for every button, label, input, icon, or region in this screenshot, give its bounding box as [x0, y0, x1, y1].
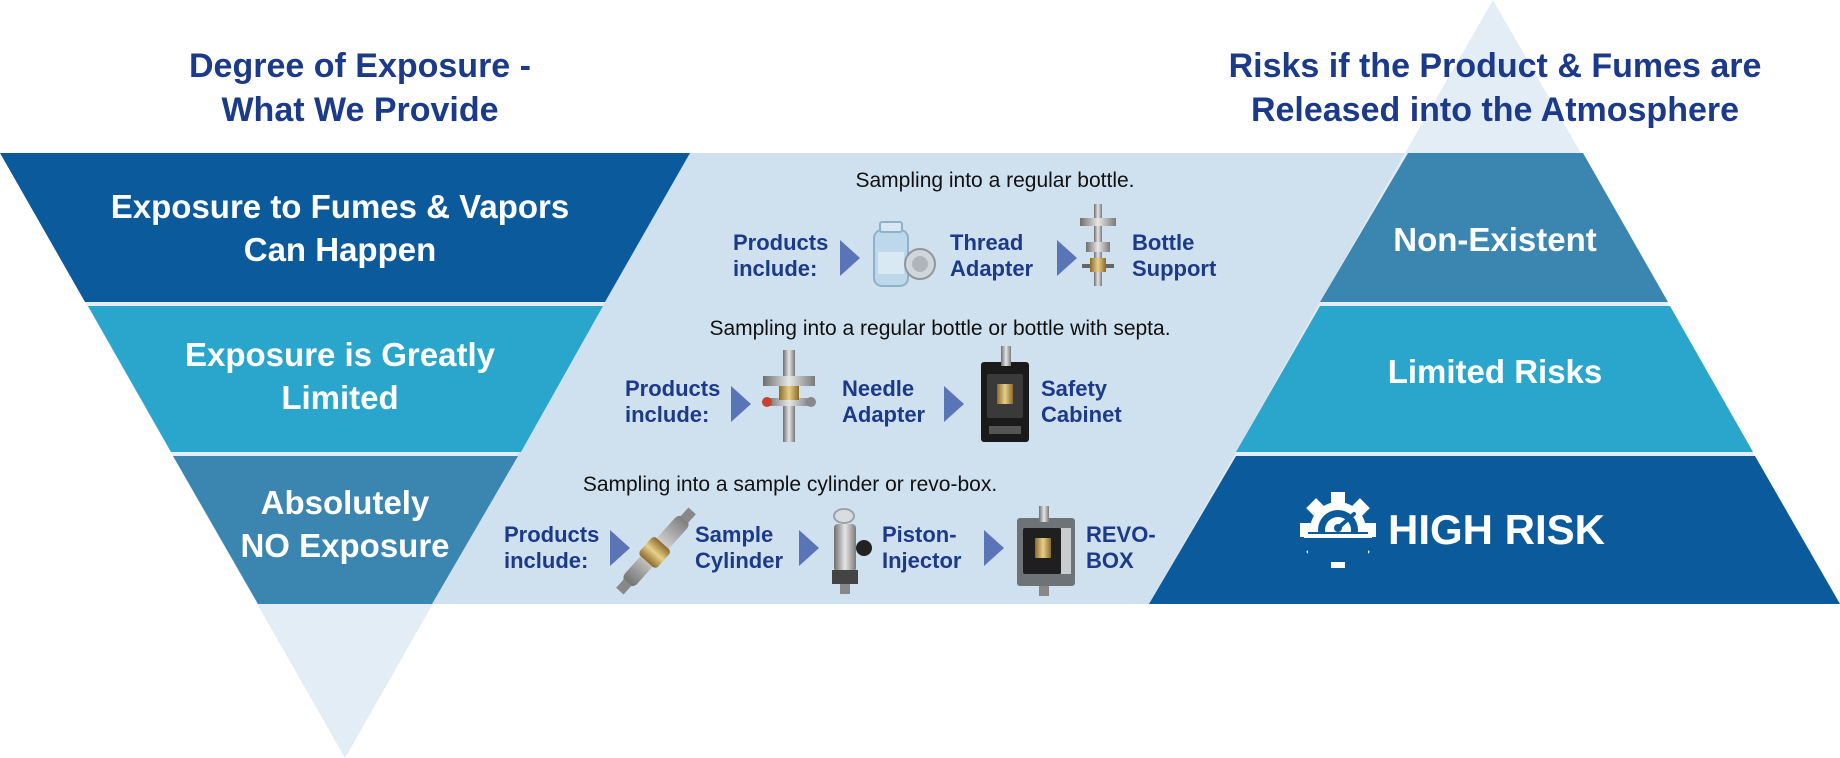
exposure-band-3	[173, 456, 518, 604]
risk-label-2: Limited Risks	[1387, 353, 1603, 390]
row3-arrow-1	[610, 530, 630, 566]
bottle-support-icon	[1080, 204, 1116, 286]
risk-band-1	[1320, 153, 1668, 302]
row3-products-label: Products include:	[504, 522, 600, 573]
row3-arrow-2	[799, 530, 819, 566]
row1-products-label: Products include:	[733, 230, 829, 281]
row3-product-sample-cylinder: Sample Cylinder	[695, 522, 784, 573]
middle-band-2	[519, 302, 1320, 452]
right-heading-line2: Released into the Atmosphere	[1250, 91, 1740, 129]
row1-description: Sampling into a regular bottle.	[855, 169, 1135, 192]
middle-band-1	[605, 153, 1405, 302]
left-heading-line2: What We Provide	[221, 91, 499, 129]
right-heading-line1: Risks if the Product & Fumes are	[1228, 47, 1762, 85]
risk-label-1: Non-Existent	[1393, 221, 1597, 258]
safety-cabinet-icon	[981, 346, 1029, 442]
row2-arrow-2	[944, 386, 964, 422]
row2-products-label: Products include:	[625, 376, 721, 427]
row2-arrow-1	[731, 386, 751, 422]
row2-product-safety-cabinet: Safety Cabinet	[1041, 376, 1122, 427]
exposure-label-3: Absolutely NO Exposure	[240, 484, 450, 564]
row1-product-thread-adapter: Thread Adapter	[950, 230, 1034, 281]
left-heading-line1: Degree of Exposure -	[189, 47, 531, 85]
risk-band-3	[1149, 456, 1840, 604]
speedometer-gear-icon	[1300, 492, 1376, 568]
row1-arrow-1	[840, 240, 860, 276]
row2-description: Sampling into a regular bottle or bottle…	[709, 317, 1171, 340]
row2-product-needle-adapter: Needle Adapter	[842, 376, 926, 427]
row3-product-piston-injector: Piston- Injector	[882, 522, 962, 573]
glass-bottle-icon	[873, 221, 936, 287]
exposure-label-2: Exposure is Greatly Limited	[185, 336, 495, 416]
row3-arrow-3	[984, 530, 1004, 566]
exposure-band-2	[88, 306, 603, 452]
left-heading: Degree of Exposure - What We Provide	[130, 44, 590, 132]
row1-arrow-2	[1057, 240, 1077, 276]
piston-injector-icon	[832, 508, 872, 594]
exposure-band-1	[0, 153, 690, 302]
sample-cylinder-icon	[616, 507, 696, 595]
needle-adapter-icon	[762, 350, 816, 442]
row1-product-bottle-support: Bottle Support	[1132, 230, 1217, 281]
risk-band-2	[1236, 306, 1753, 452]
revo-box-icon	[1017, 506, 1075, 596]
row3-description: Sampling into a sample cylinder or revo-…	[582, 473, 998, 496]
pale-down-triangle	[0, 153, 690, 758]
row3-product-revo-box: REVO- BOX	[1086, 522, 1156, 573]
risk-label-3: HIGH RISK	[1388, 506, 1606, 553]
right-heading: Risks if the Product & Fumes are Release…	[1180, 44, 1810, 132]
exposure-label-1: Exposure to Fumes & Vapors Can Happen	[110, 188, 570, 268]
